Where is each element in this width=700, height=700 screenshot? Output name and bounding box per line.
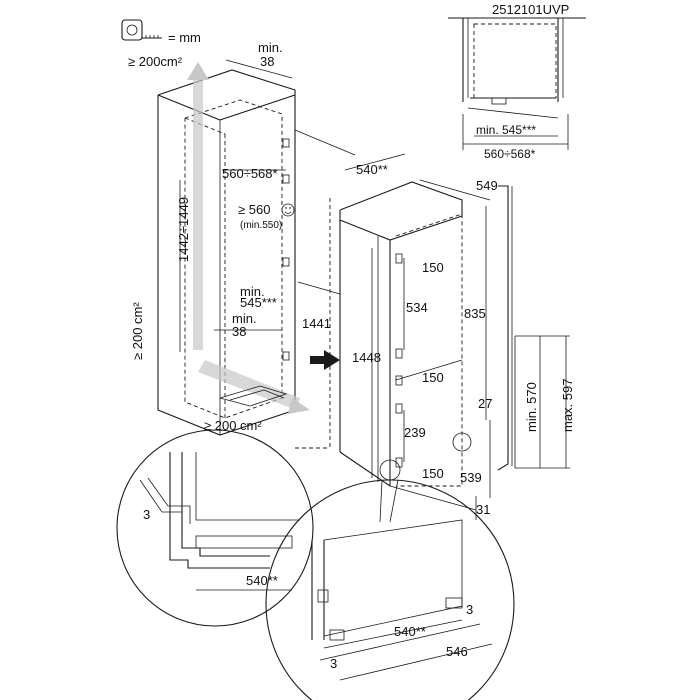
dim-835: 835 [464, 306, 486, 321]
appliance-width: 549 [476, 178, 498, 193]
unit-legend: = mm [168, 30, 201, 45]
niche-depth-min-note: (min.550) [240, 220, 282, 231]
appliance-body [339, 181, 516, 487]
niche-min-38-bottom: 38 [232, 324, 246, 339]
niche-min-38-top: 38 [260, 54, 274, 69]
niche-min-label-top: min. [258, 40, 283, 55]
niche-cabinet [157, 62, 356, 449]
dim-150-mid: 150 [422, 370, 444, 385]
detail-bottom-depth: 540** [394, 624, 426, 639]
dim-27: 27 [478, 396, 492, 411]
dim-239: 239 [404, 425, 426, 440]
smile-icon [281, 203, 295, 217]
vent-bottom: ≥ 200 cm² [204, 418, 262, 433]
niche-width-range: 560÷568* [222, 166, 278, 181]
detail-bottom-circle [265, 479, 515, 700]
niche-height-range: 1442÷1449 [176, 197, 191, 262]
door-min: min. 570 [524, 382, 539, 432]
niche-height-1441: 1441 [302, 316, 331, 331]
plan-min-depth: min. 545*** [476, 123, 536, 137]
plan-width-range: 560÷568* [484, 147, 536, 161]
dim-534: 534 [406, 300, 428, 315]
appliance-depth: 540** [356, 162, 388, 177]
niche-depth-min: ≥ 560 [238, 202, 270, 217]
niche-depth-min2-label: min. [240, 284, 265, 299]
niche-min-label-bottom: min. [232, 311, 257, 326]
insert-arrow-icon [310, 350, 340, 370]
dim-31: 31 [476, 502, 490, 517]
dim-150-bot: 150 [422, 466, 444, 481]
detail-left-depth: 540** [246, 573, 278, 588]
detail-bottom-gap-top: 3 [466, 602, 473, 617]
appliance-height: 1448 [352, 350, 381, 365]
dim-539: 539 [460, 470, 482, 485]
vent-top: ≥ 200cm² [128, 54, 183, 69]
niche-depth-min2: 545*** [240, 295, 277, 310]
tape-measure-icon [121, 19, 162, 41]
model-code: 2512101UVP [492, 2, 569, 17]
top-plan-view [448, 17, 586, 150]
detail-bottom-width: 546 [446, 644, 468, 659]
detail-left-gap: 3 [143, 507, 150, 522]
detail-left-circle [116, 429, 314, 627]
detail-bottom-gap-left: 3 [330, 656, 337, 671]
vent-left: ≥ 200 cm² [130, 302, 145, 360]
door-max: max. 597 [560, 379, 575, 432]
dim-150-top: 150 [422, 260, 444, 275]
